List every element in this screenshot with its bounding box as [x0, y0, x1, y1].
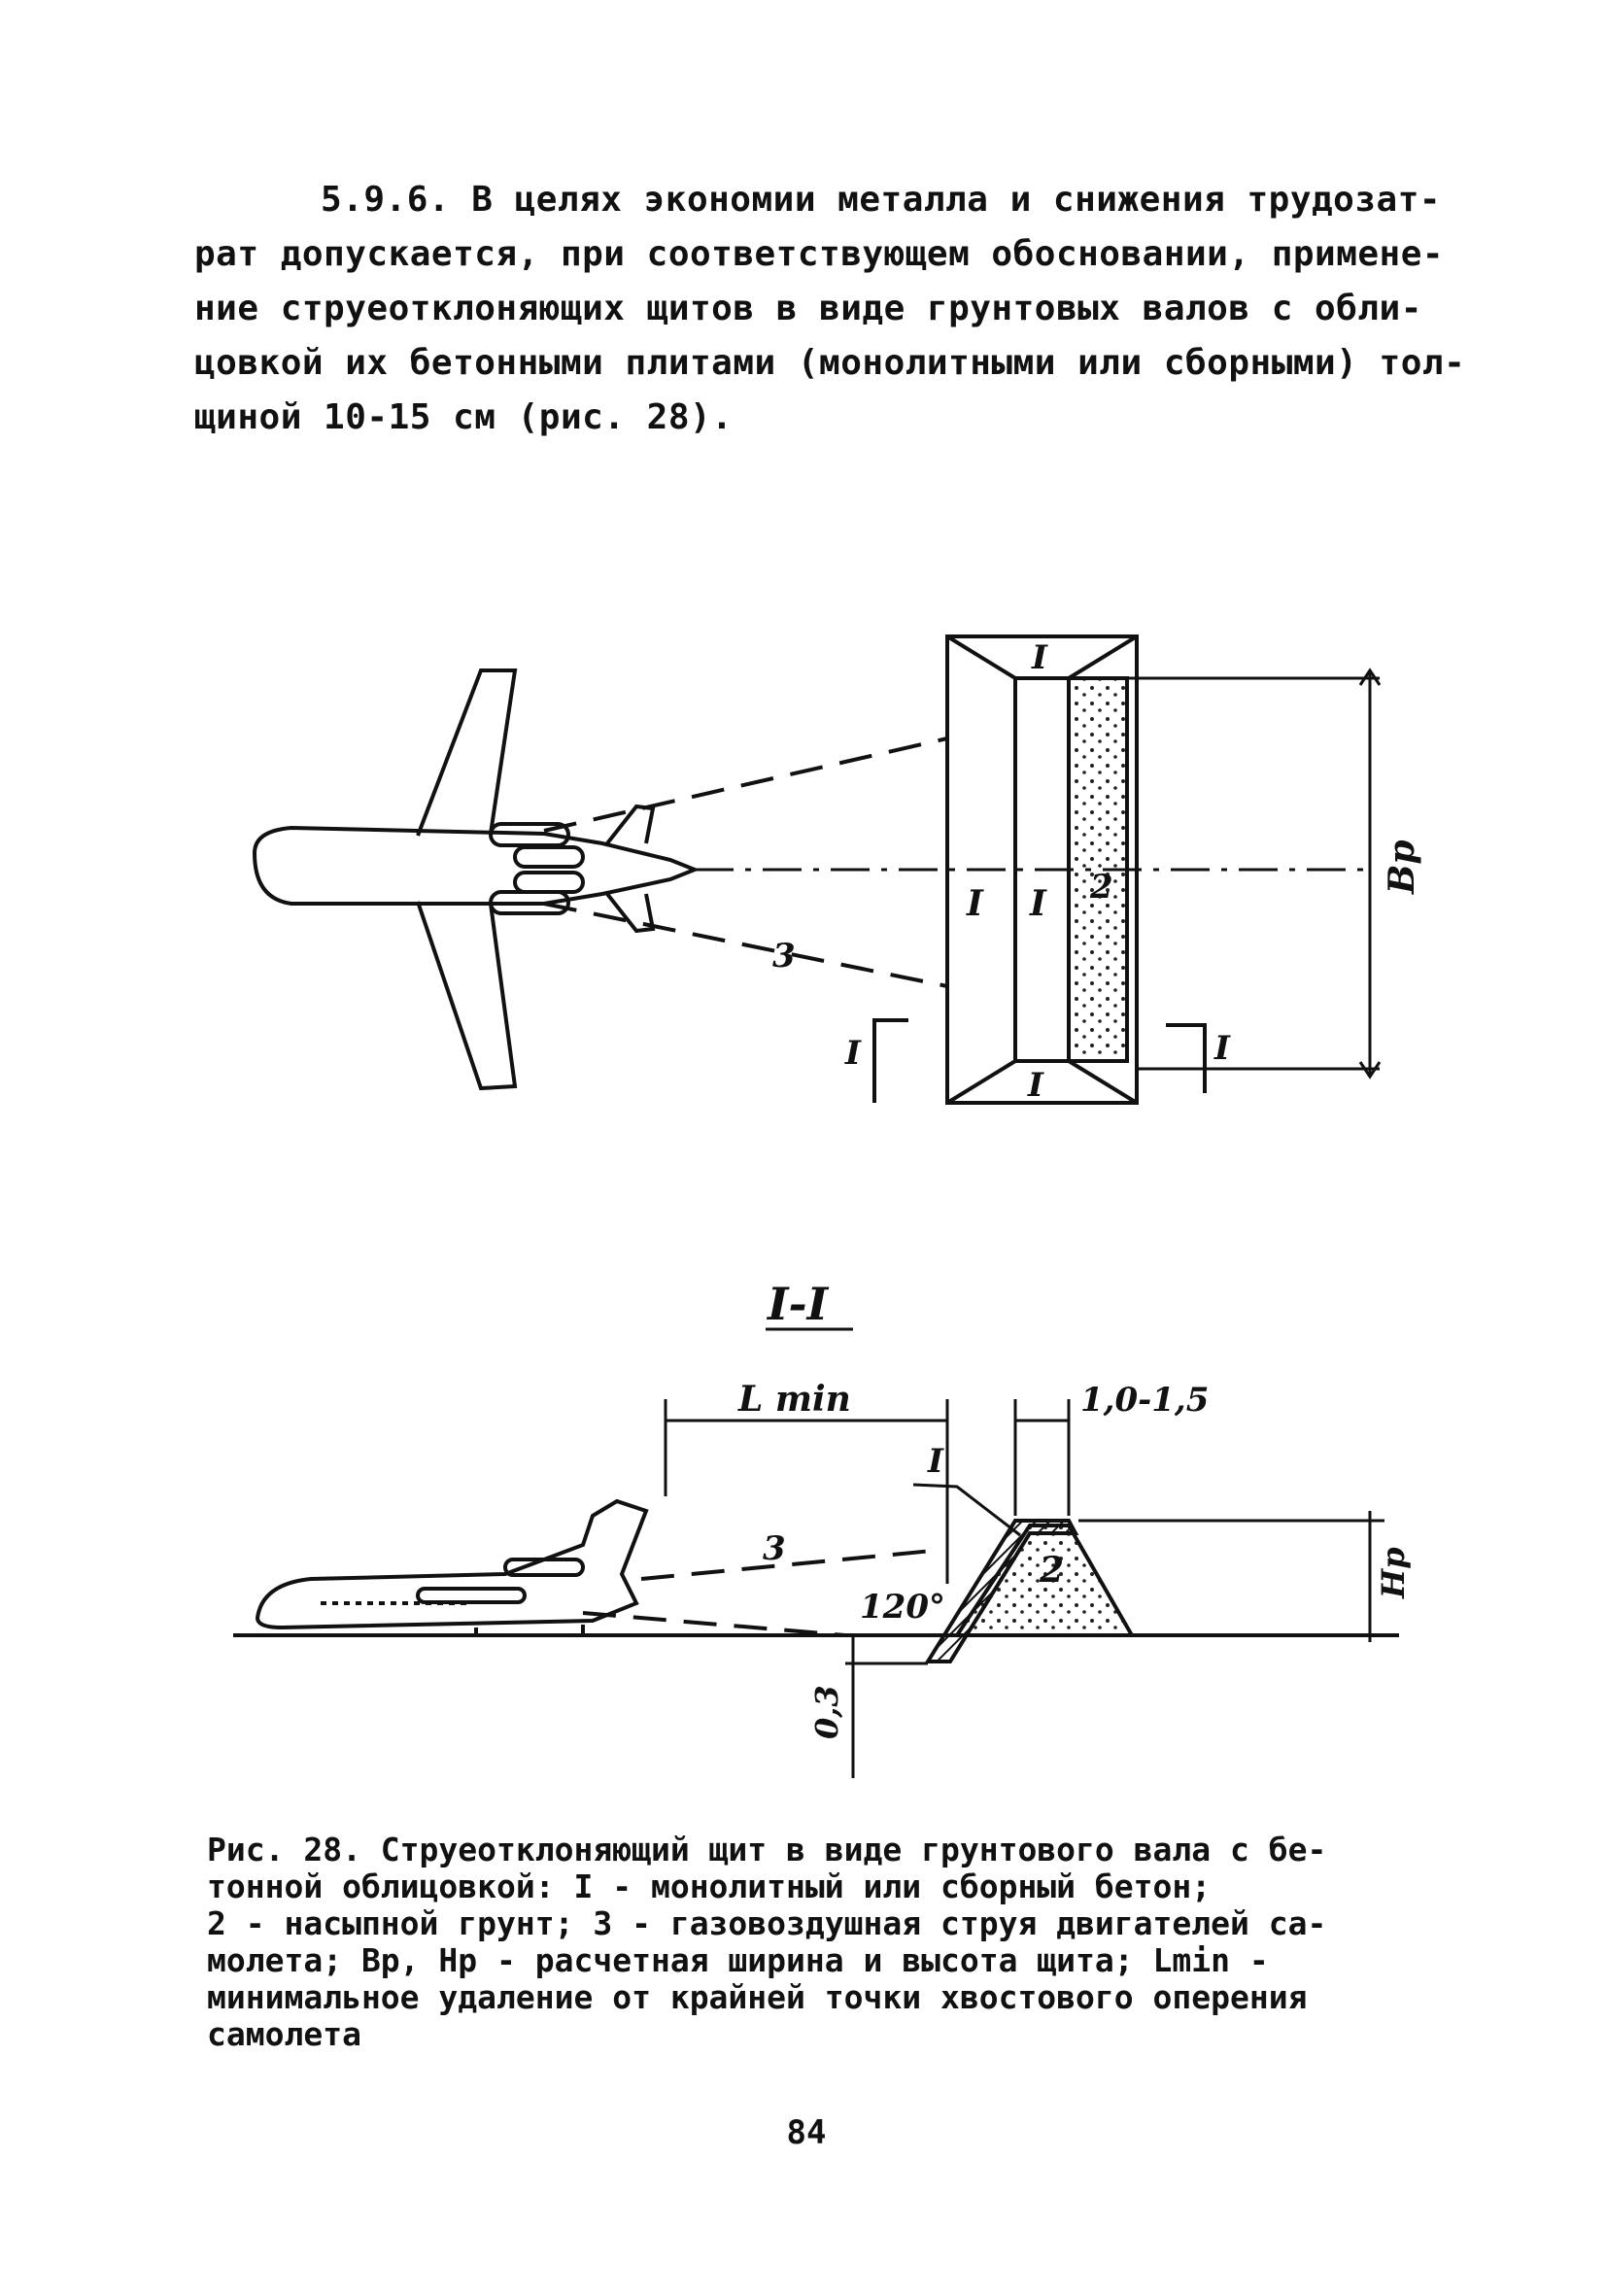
caption-line: Рис. 28. Струеотклоняющий щит в виде гру… — [207, 1831, 1327, 1868]
concrete-facing — [924, 1519, 1079, 1663]
dim-top-width: 1,0-1,5 — [1080, 1381, 1209, 1420]
cut-label-right: I — [1213, 1029, 1231, 1068]
jet-stream-lines — [543, 737, 948, 988]
plan-view — [252, 634, 1382, 1105]
label-3-plan: 3 — [772, 937, 796, 976]
dim-bp: Вр — [1382, 840, 1422, 895]
caption-line: самолета — [207, 2015, 361, 2053]
aircraft-plan-icon — [252, 668, 700, 1091]
label-3-section: 3 — [763, 1529, 786, 1568]
page-number: 84 — [786, 2113, 827, 2152]
section-labels: L min 1,0-1,5 I 3 2 120° Hр 0,3 — [737, 1379, 1412, 1739]
soil-fill-plan — [1067, 676, 1129, 1063]
caption-line: тонной облицовкой: I - монолитный или сб… — [207, 1868, 1212, 1905]
dim-depth: 0,3 — [808, 1685, 845, 1739]
label-i-bottom: I — [1027, 1066, 1044, 1105]
shield-outline — [945, 634, 1139, 1105]
caption-line: минимальное удаление от крайней точки хв… — [207, 1978, 1308, 2016]
label-2-plan: 2 — [1089, 868, 1113, 907]
section-title: I-I — [766, 1278, 830, 1330]
angle-label: 120° — [860, 1588, 945, 1627]
cut-label-left: I — [844, 1034, 862, 1073]
dim-lmin: L min — [737, 1379, 851, 1420]
label-i-top: I — [1031, 638, 1048, 677]
paragraph-line: щиной 10-15 см (рис. 28). — [194, 397, 734, 437]
paragraph-line: цовкой их бетонными плитами (монолитными… — [194, 343, 1466, 383]
paragraph-line: рат допускается, при соответствующем обо… — [194, 234, 1445, 274]
caption-line: 2 - насыпной грунт; 3 - газовоздушная ст… — [207, 1904, 1327, 1942]
label-2-section: 2 — [1039, 1550, 1064, 1591]
paragraph-line: 5.9.6. В целях экономии металла и снижен… — [321, 180, 1442, 220]
aircraft-side-icon — [255, 1498, 649, 1635]
dim-hp: Hр — [1375, 1547, 1412, 1599]
paragraph-line: ние струеотклоняющих щитов в виде грунто… — [194, 289, 1422, 328]
label-i-left: I — [966, 883, 984, 924]
plan-labels: I I I I 2 3 Вр I I — [772, 638, 1422, 1105]
body-paragraph: 5.9.6. В целях экономии металла и снижен… — [194, 173, 1466, 445]
label-i-section: I — [927, 1442, 944, 1481]
section-view — [233, 1399, 1399, 1778]
caption-line: молета; Вр, Нр - расчетная ширина и высо… — [207, 1941, 1269, 1979]
figure-caption: Рис. 28. Струеотклоняющий щит в виде гру… — [207, 1832, 1412, 2053]
label-i-mid: I — [1029, 883, 1047, 924]
